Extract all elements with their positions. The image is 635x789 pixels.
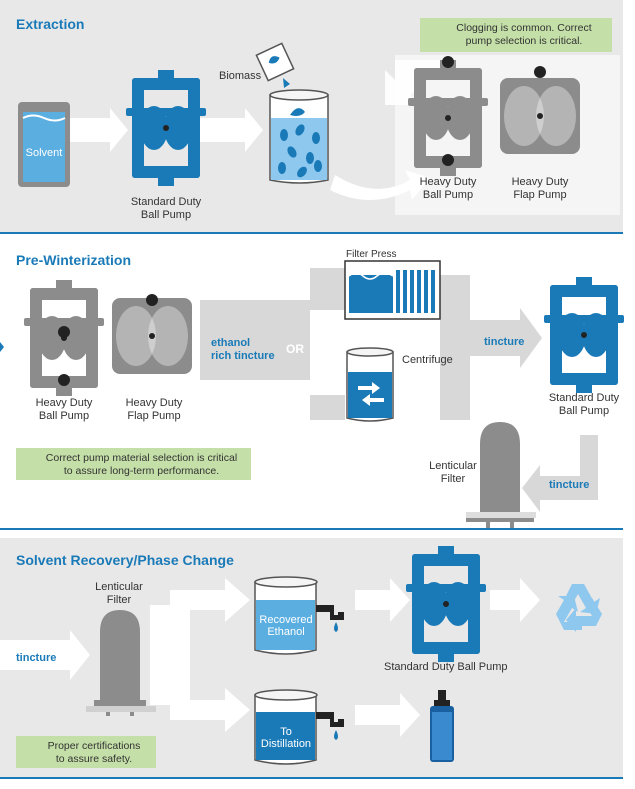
hd-flap-line1: Heavy Duty <box>511 176 569 188</box>
recovered-ethanol-tank <box>254 576 344 655</box>
material-note: Correct pump material selection is criti… <box>16 448 251 480</box>
hd-flap-line2: Flap Pump <box>513 189 567 201</box>
solvent-label: Solvent <box>25 147 63 159</box>
clogging-note: Clogging is common. Correct pump selecti… <box>420 18 612 52</box>
pw-hd-flap-line2: Flap Pump <box>127 410 181 422</box>
ethanol-line1: ethanol <box>211 337 251 349</box>
sr-lenticular-line2: Filter <box>106 594 132 606</box>
pw-hd-ball-label: Heavy Duty Ball Pump <box>24 397 104 423</box>
tap-icon <box>316 605 344 620</box>
pw-std-pump-line1: Standard Duty <box>548 392 620 404</box>
std-pump-label: Standard Duty Ball Pump <box>116 196 216 222</box>
extraction-vessel <box>269 89 329 184</box>
heavy-duty-flap-pump <box>500 78 580 154</box>
or-label: OR <box>286 342 304 356</box>
hd-ball-label: Heavy Duty Ball Pump <box>408 176 488 202</box>
std-pump-line1: Standard Duty <box>130 196 202 208</box>
recycle-icon <box>556 584 602 632</box>
pw-std-pump-line2: Ball Pump <box>558 405 610 417</box>
std-pump-line2: Ball Pump <box>140 209 192 221</box>
standard-duty-ball-pump <box>126 70 206 186</box>
tincture-bottom-label: tincture <box>549 479 590 491</box>
distillation-tank <box>254 689 344 765</box>
filter-press <box>344 260 441 320</box>
sr-lenticular-line1: Lenticular <box>95 581 143 593</box>
pw-lenticular-label: Lenticular Filter <box>420 460 486 486</box>
pw-hd-ball-line1: Heavy Duty <box>35 397 93 409</box>
pw-hd-flap-label: Heavy Duty Flap Pump <box>114 397 194 423</box>
extraction-title: Extraction <box>16 16 85 32</box>
material-note-line1: Correct pump material selection is criti… <box>45 452 238 464</box>
standard-duty-ball-pump-pw <box>544 277 624 393</box>
certification-note: Proper certifications to assure safety. <box>16 736 156 768</box>
ethanol-line2: rich tincture <box>211 350 275 362</box>
centrifuge-label: Centrifuge <box>402 354 453 366</box>
return-arrow <box>330 170 430 200</box>
hd-ball-line2: Ball Pump <box>422 189 474 201</box>
pw-hd-ball-line2: Ball Pump <box>38 410 90 422</box>
tap-icon <box>316 712 344 727</box>
centrifuge <box>346 347 394 422</box>
distill-line2: Distillation <box>260 738 312 750</box>
heavy-duty-flap-pump-pw <box>112 298 192 374</box>
pw-std-pump-label: Standard Duty Ball Pump <box>536 392 632 418</box>
standard-duty-ball-pump-sr <box>406 546 486 662</box>
hd-ball-line1: Heavy Duty <box>419 176 477 188</box>
sr-lenticular-label: Lenticular Filter <box>84 581 154 607</box>
recovered-ethanol-label: Recovered Ethanol <box>256 614 316 638</box>
flow-arrow <box>200 108 263 152</box>
recovery-title: Solvent Recovery/Phase Change <box>16 552 234 568</box>
filter-press-label: Filter Press <box>346 249 397 260</box>
recovered-line1: Recovered <box>259 614 313 626</box>
pw-hd-flap-line1: Heavy Duty <box>125 397 183 409</box>
prewinter-title: Pre-Winterization <box>16 252 131 268</box>
hd-flap-label: Heavy Duty Flap Pump <box>500 176 580 202</box>
distillation-label: To Distillation <box>256 726 316 750</box>
sr-tincture-label: tincture <box>16 652 57 664</box>
pw-lenticular-line2: Filter <box>440 473 466 485</box>
certification-note-line1: Proper certifications <box>47 740 141 752</box>
tincture-right-label: tincture <box>484 336 525 348</box>
pw-lenticular-line1: Lenticular <box>429 460 477 472</box>
biomass-bag <box>255 42 295 82</box>
flow-arrow <box>70 108 128 152</box>
distill-line1: To <box>280 726 292 738</box>
ethanol-tincture-label: ethanol rich tincture <box>211 337 275 363</box>
sr-std-pump-label: Standard Duty Ball Pump <box>384 661 508 673</box>
certification-note-line2: to assure safety. <box>55 753 133 765</box>
material-note-line2: to assure long-term performance. <box>63 465 220 477</box>
recovered-line2: Ethanol <box>267 626 305 638</box>
tincture-bottle-icon <box>430 690 454 762</box>
biomass-label: Biomass <box>219 70 262 82</box>
